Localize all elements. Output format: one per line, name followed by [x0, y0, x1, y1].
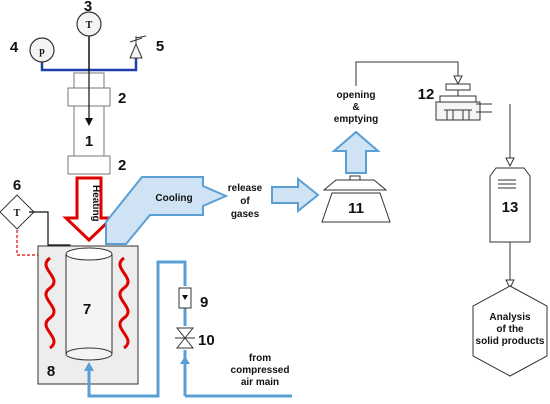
up-arrow	[331, 130, 381, 174]
compressed-air-label: from compressed air main	[231, 353, 290, 388]
flange-lower	[67, 155, 111, 175]
opening-line-3: emptying	[334, 114, 378, 125]
label-6: 6	[13, 177, 21, 194]
safety-valve-icon	[129, 35, 147, 59]
temperature-gauge-icon: T	[76, 11, 102, 37]
opening-line-2: &	[352, 102, 359, 113]
analysis-line-1: Analysis	[489, 312, 531, 323]
label-7: 7	[83, 301, 91, 318]
transfer-arrow	[271, 176, 320, 214]
label-8: 8	[47, 363, 55, 380]
pressure-gauge-label: p	[39, 46, 45, 57]
label-13: 13	[502, 199, 519, 216]
compressed-line-2: compressed	[231, 365, 290, 376]
sensor-label: T	[14, 208, 21, 219]
label-5: 5	[156, 38, 164, 55]
compressed-line-1: from	[249, 353, 271, 364]
heating-coil-right	[118, 256, 130, 350]
compressed-line-3: air main	[241, 377, 279, 388]
release-line-1: release	[228, 183, 263, 194]
cooling-arrow: Cooling	[105, 176, 229, 245]
label-10: 10	[198, 332, 215, 349]
unit-12	[435, 83, 492, 121]
label-12: 12	[418, 86, 435, 103]
release-line-3: gases	[231, 209, 260, 220]
connector-11-12	[355, 61, 459, 86]
cooling-label: Cooling	[155, 193, 192, 204]
heating-coil-left	[44, 256, 56, 350]
heating-arrow: Heating	[62, 176, 116, 243]
heating-label: Heating	[90, 185, 101, 222]
opening-line-1: opening	[337, 90, 376, 101]
valve-icon	[175, 327, 195, 349]
label-11: 11	[348, 200, 364, 217]
flowmeter-icon	[178, 287, 192, 309]
label-1: 1	[85, 133, 93, 150]
opening-label: opening & emptying	[334, 90, 378, 125]
analysis-label: Analysis of the solid products	[476, 312, 545, 347]
analysis-line-3: solid products	[476, 336, 545, 347]
temperature-gauge-label: T	[86, 20, 93, 31]
analysis-box	[472, 285, 548, 377]
reactor-tube	[67, 70, 111, 175]
label-2b: 2	[118, 157, 126, 174]
label-3: 3	[84, 0, 92, 15]
release-line-2: of	[240, 196, 250, 207]
label-9: 9	[200, 294, 208, 311]
release-gases-label: release of gases	[228, 183, 263, 220]
label-2a: 2	[118, 90, 126, 107]
label-4: 4	[10, 39, 19, 56]
unit-13	[489, 167, 531, 243]
pressure-gauge-icon: p	[29, 37, 55, 63]
unit-11	[321, 175, 391, 223]
manifold	[40, 32, 138, 72]
air-line	[84, 260, 292, 398]
reaction-vessel	[65, 247, 113, 361]
temperature-sensor-icon: T	[0, 194, 35, 230]
analysis-line-2: of the	[496, 324, 524, 335]
